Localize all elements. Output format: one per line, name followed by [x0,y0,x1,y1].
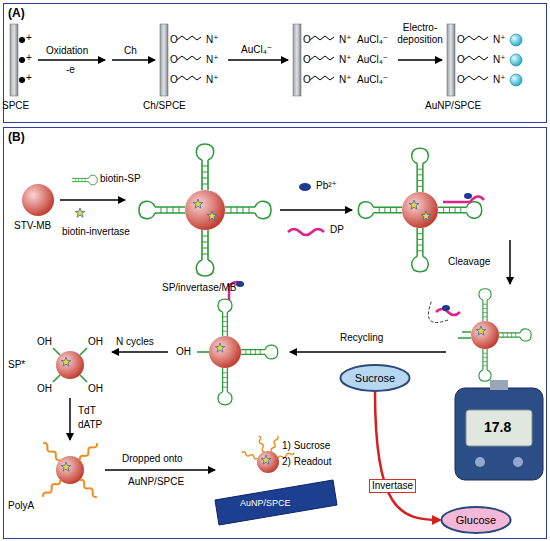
annotation-label: SP/invertase/MB [162,282,236,294]
annotation-label: 2) Readout [282,456,331,468]
annotation-label: + [26,72,32,84]
annotation-label: O [170,54,178,66]
magnetic-bead [22,184,499,484]
molecule-name: Glucose [456,514,496,526]
annotation-label: N⁺ [339,54,352,66]
annotation-label: biotin-invertase [62,226,130,238]
annotation-label: DP [330,224,344,236]
annotation-label: O [457,34,465,46]
annotation-label: AuNP/SPCE [128,476,184,488]
annotation-label: Ch [124,45,137,57]
annotation-label: -e [66,64,75,76]
hairpin-probe [53,144,531,405]
dnazyme-strand [229,196,484,315]
annotation-label: OH [88,336,103,348]
meter-readout: 17.8 [484,419,511,435]
annotation-label: SP* [8,359,25,371]
annotation-label: OH [37,336,52,348]
annotation-label: O [170,34,178,46]
annotation-label: N cycles [116,336,154,348]
annotation-label: N⁺ [339,34,352,46]
annotation-label: N⁺ [493,34,506,46]
electrode-strip [215,480,337,525]
reaction-arrow [375,392,440,520]
enzyme-label: Invertase [369,479,416,493]
recycle-dashed-arrow [428,300,448,323]
annotation-label: O [303,34,311,46]
ellipse-shape [441,507,510,533]
annotation-label: AuCl₄⁻ [241,44,272,56]
electrode-name: AuNP/SPCE [425,100,481,112]
annotation-label: N⁺ [206,54,219,66]
annotation-label: Recycling [340,332,383,344]
annotation-label: Electro- deposition [395,22,445,46]
panel-frame: (B) SucroseGlucose [3,127,547,539]
annotation-label: N⁺ [493,74,506,86]
panel-label: (A) [8,6,25,20]
annotation-label: AuCl₄⁻ [357,54,388,66]
annotation-label: O [457,74,465,86]
annotation-label: STV-MB [14,220,51,232]
annotation-label: N⁺ [493,54,506,66]
electrode-bar [10,24,455,96]
annotation-label: Pb²⁺ [316,180,337,192]
panel-label: (B) [8,130,25,144]
electrode-name: Ch/SPCE [143,100,186,112]
annotation-label: TdT [78,405,96,417]
annotation-label: + [26,52,32,64]
annotation-label: dATP [78,419,102,431]
annotation-label: O [303,74,311,86]
annotation-label: O [303,54,311,66]
electrode-name: AuNP/SPCE [240,497,291,509]
annotation-label: biotin-SP [100,173,141,185]
ellipse-shape [340,365,409,391]
molecule-name: Sucrose [355,372,395,384]
annotation-label: PolyA [8,500,34,512]
lead-ion [236,183,472,311]
annotation-label: 1) Sucrose [282,440,330,452]
invertase-star [61,199,486,471]
molecule-ellipse: Glucose [440,506,512,534]
annotation-label: + [26,32,32,44]
annotation-label: N⁺ [206,74,219,86]
electrode-name: SPCE [2,100,29,112]
annotation-label: O [170,74,178,86]
annotation-label: N⁺ [339,74,352,86]
annotation-label: OH [37,383,52,395]
glucose-meter [455,380,543,480]
annotation-label: O [457,54,465,66]
annotation-label: Oxidation [46,45,88,57]
polya-tail [42,435,295,498]
annotation-label: Cleavage [448,256,490,268]
annotation-label: OH [176,346,191,358]
radical-dot [19,37,25,83]
annotation-label: Dropped onto [122,453,183,465]
annotation-label: N⁺ [206,34,219,46]
annotation-label: OH [88,383,103,395]
gold-nanoparticle [510,34,522,86]
step-arrow [60,200,510,470]
annotation-label: AuCl₄⁻ [357,34,388,46]
molecule-ellipse: Sucrose [339,364,411,392]
annotation-label: AuCl₄⁻ [357,74,388,86]
